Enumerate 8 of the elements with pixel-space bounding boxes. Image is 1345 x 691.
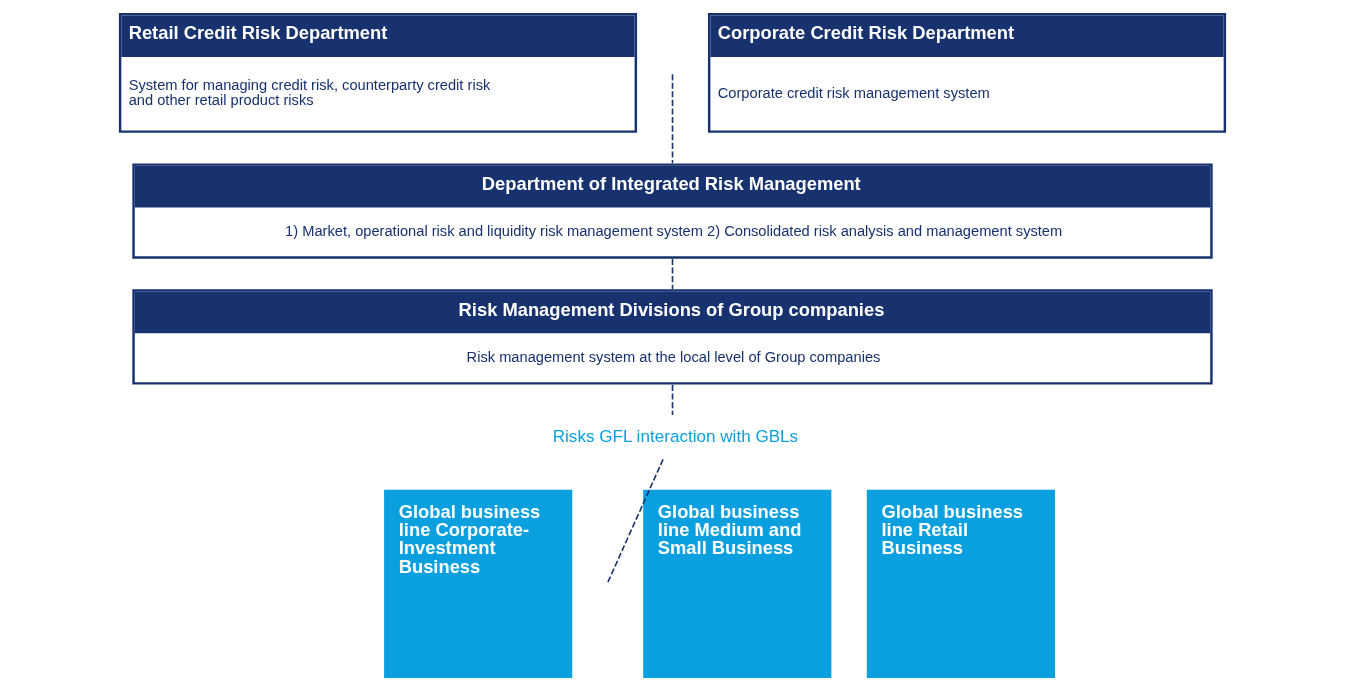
node-box: Global business line Corporate-Investment Business [384,489,573,678]
connector [671,383,674,416]
connector [671,73,674,165]
node-box: Global business line Retail Business [866,489,1055,678]
connector [671,258,674,290]
node-box: Global business line Medium and Small Business [643,489,832,678]
node-text: Risks GFL interaction with GBLs [552,426,799,446]
connector [606,458,664,584]
